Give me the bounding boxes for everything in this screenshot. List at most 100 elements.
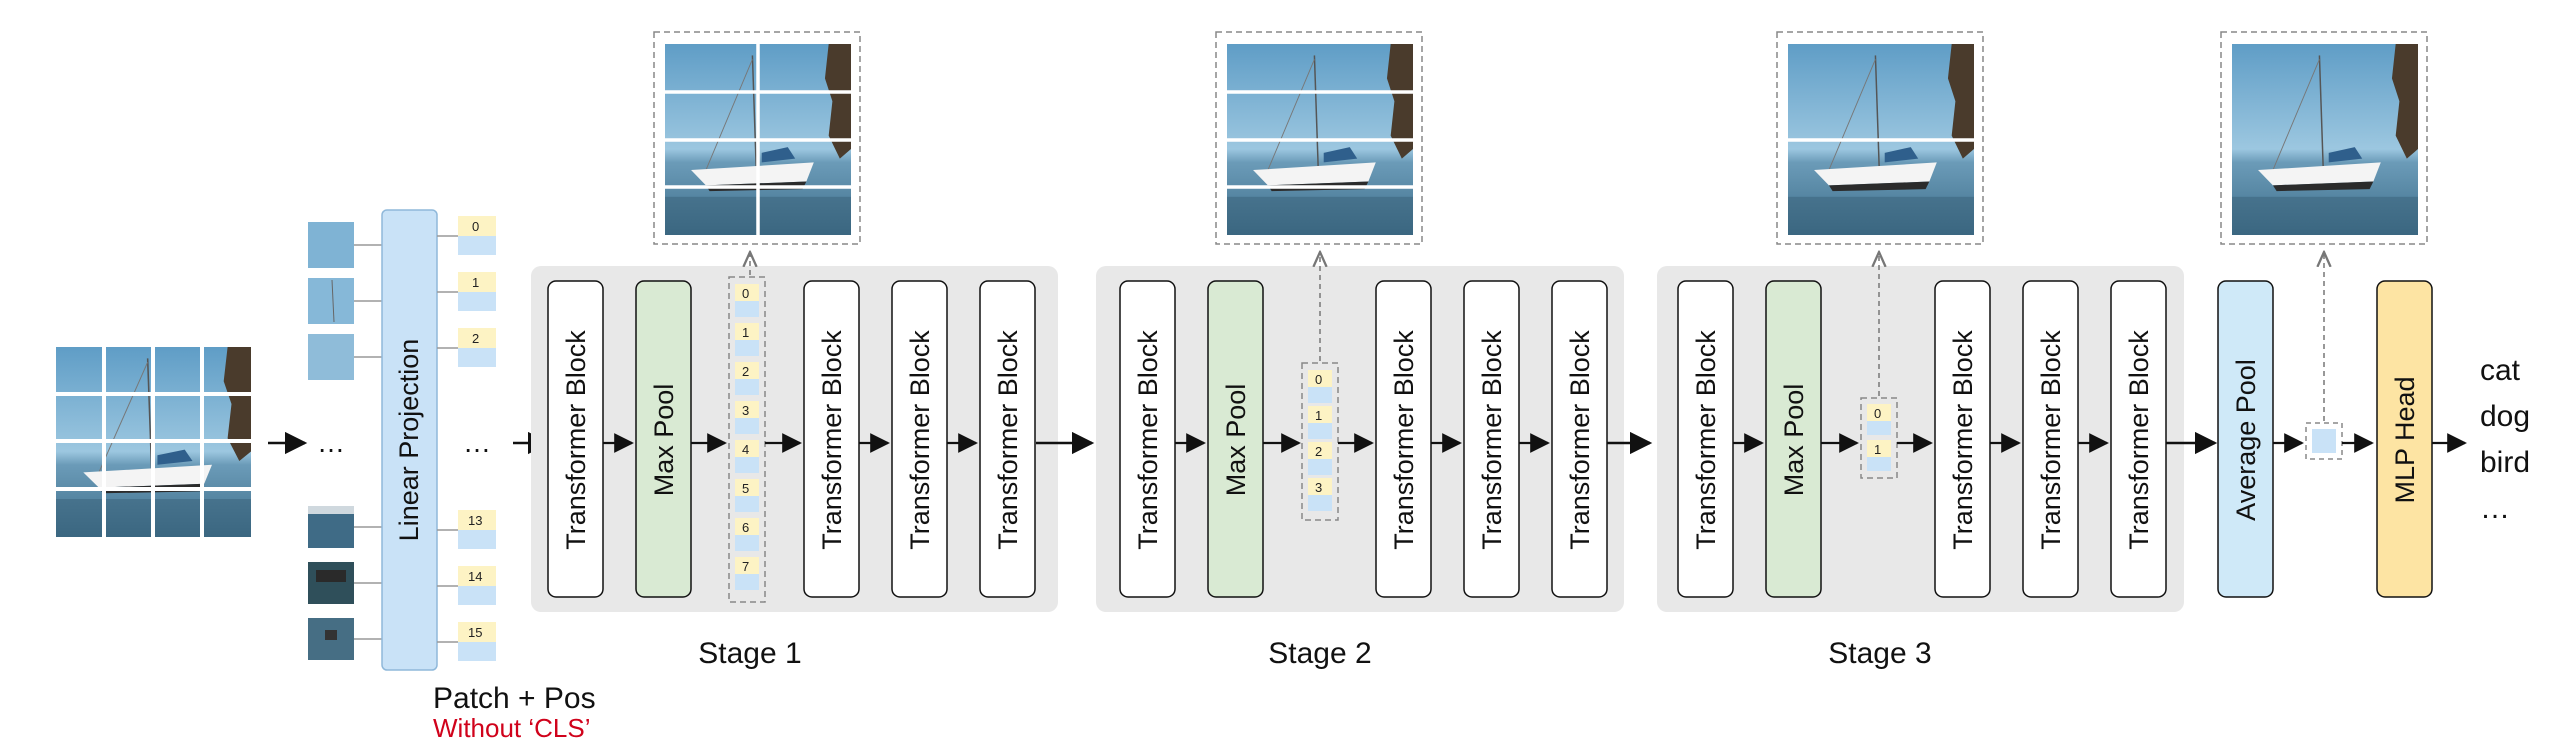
transformer-block: Transformer Block [1934,280,1991,598]
stage-label: Stage 1 [698,637,801,670]
token: 0 [735,284,759,317]
svg-text:Transformer Block: Transformer Block [1691,330,1721,550]
svg-text:Linear Projection: Linear Projection [394,339,424,542]
patch-ellipsis: … [317,427,345,458]
svg-text:Transformer Block: Transformer Block [2036,330,2066,550]
stage-3: Transformer Block Max Pool 0 1 Transform… [1657,266,2184,670]
svg-text:3: 3 [1315,480,1322,495]
patch-token: 2 [458,328,496,367]
transformer-block: Transformer Block [891,280,948,598]
class-label: cat [2480,354,2521,387]
stage-label: Stage 3 [1828,637,1931,670]
svg-text:Max Pool: Max Pool [1221,384,1251,497]
svg-text:3: 3 [742,403,749,418]
token: 3 [735,401,759,434]
transformer-block: Transformer Block [803,280,860,598]
svg-text:Transformer Block: Transformer Block [1389,330,1419,550]
token: 2 [1308,442,1332,475]
input-image [56,347,251,537]
patch [308,334,354,380]
svg-text:MLP Head: MLP Head [2390,376,2420,503]
svg-text:1: 1 [1874,442,1881,457]
max-pool-block: Max Pool [1765,280,1822,598]
linear-projection-block: Linear Projection [381,209,438,671]
svg-text:Transformer Block: Transformer Block [1477,330,1507,550]
max-pool-block: Max Pool [1207,280,1264,598]
class-label: … [2480,492,2510,525]
svg-text:Max Pool: Max Pool [649,384,679,497]
stage-2: Transformer Block Max Pool 0 1 2 3 Trans… [1096,266,1624,670]
svg-text:Transformer Block: Transformer Block [1565,330,1595,550]
svg-text:Transformer Block: Transformer Block [1948,330,1978,550]
svg-text:13: 13 [468,513,482,528]
svg-text:0: 0 [472,219,479,234]
patch-token: 0 [458,216,496,255]
svg-text:2: 2 [1315,444,1322,459]
transformer-block: Transformer Block [1551,280,1608,598]
svg-text:14: 14 [468,569,482,584]
transformer-block: Transformer Block [1119,280,1176,598]
svg-text:0: 0 [1874,406,1881,421]
stage-label: Stage 2 [1268,637,1371,670]
svg-text:Transformer Block: Transformer Block [993,330,1023,550]
without-cls-label: Without ‘CLS’ [433,713,591,743]
transformer-block: Transformer Block [1463,280,1520,598]
token: 1 [1308,406,1332,439]
transformer-block: Transformer Block [979,280,1036,598]
svg-text:0: 0 [1315,372,1322,387]
token: 0 [1867,404,1891,435]
token: 7 [735,557,759,590]
transformer-block: Transformer Block [1375,280,1432,598]
token-ellipsis: … [463,427,491,458]
svg-text:0: 0 [742,286,749,301]
patch [308,222,354,268]
patch-pos-label: Patch + Pos [433,682,596,715]
stage-2-preview [1215,31,1423,361]
svg-text:Transformer Block: Transformer Block [905,330,935,550]
svg-text:15: 15 [468,625,482,640]
svg-text:1: 1 [1315,408,1322,423]
svg-text:5: 5 [742,481,749,496]
svg-text:1: 1 [742,325,749,340]
patch-tokens: 0 1 2 … 13 14 15 [458,216,496,661]
svg-text:6: 6 [742,520,749,535]
max-pool-block: Max Pool [635,280,692,598]
patch [308,618,354,660]
svg-text:Transformer Block: Transformer Block [1133,330,1163,550]
token: 0 [1308,370,1332,403]
stage-3-preview [1776,31,1984,396]
svg-text:2: 2 [742,364,749,379]
average-pool-block: Average Pool [2217,280,2274,598]
pooled-tokens: 0 1 2 3 4 5 6 7 [728,276,766,603]
svg-text:7: 7 [742,559,749,574]
token: 4 [735,440,759,473]
token: 1 [735,323,759,356]
patch-token: 14 [458,566,496,605]
patch-token: 13 [458,510,496,549]
patch-token: 15 [458,622,496,661]
class-label: dog [2480,400,2530,433]
transformer-block: Transformer Block [547,280,604,598]
transformer-block: Transformer Block [2022,280,2079,598]
token: 5 [735,479,759,512]
pooled-tokens: 0 1 [1860,397,1898,479]
svg-text:Transformer Block: Transformer Block [2124,330,2154,550]
patch [308,278,354,324]
svg-text:2: 2 [472,331,479,346]
svg-text:Transformer Block: Transformer Block [817,330,847,550]
patch-token: 1 [458,272,496,311]
pooled-token [2305,422,2343,460]
transformer-block: Transformer Block [1677,280,1734,598]
token: 2 [735,362,759,395]
transformer-block: Transformer Block [2110,280,2167,598]
token: 6 [735,518,759,551]
final-preview [2220,31,2428,421]
token: 3 [1308,478,1332,511]
patch [308,562,354,604]
patch [308,506,354,548]
svg-text:4: 4 [742,442,749,457]
patch-column: … [308,222,354,660]
stage-1: Transformer Block Max Pool 0 1 2 3 4 5 6… [531,266,1058,670]
class-label: bird [2480,446,2530,479]
mlp-head-block: MLP Head [2376,280,2433,598]
